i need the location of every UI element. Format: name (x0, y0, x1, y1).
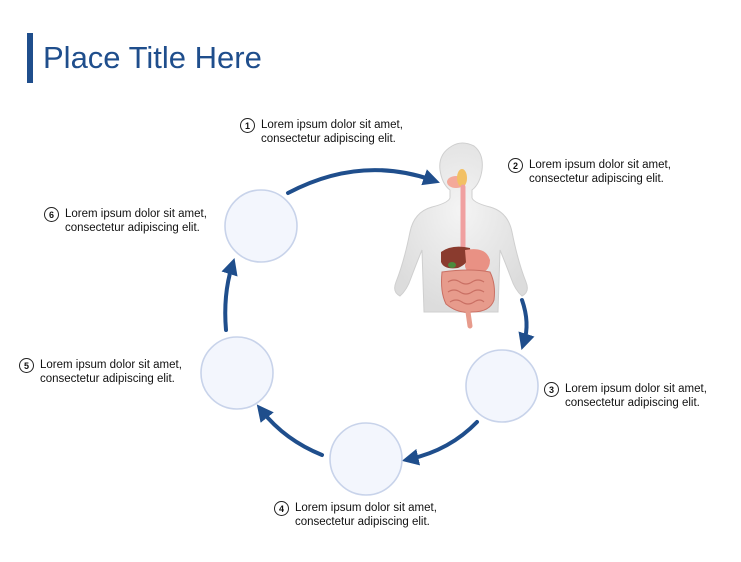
step-text: Lorem ipsum dolor sit amet, consectetur … (261, 119, 403, 145)
step-number-badge: 6 (44, 207, 59, 222)
step-number-badge: 5 (19, 358, 34, 373)
cycle-node-5 (200, 336, 274, 410)
step-label-3: 3 Lorem ipsum dolor sit amet, consectetu… (544, 382, 725, 410)
step-number-badge: 3 (544, 382, 559, 397)
step-number-badge: 4 (274, 501, 289, 516)
step-text: Lorem ipsum dolor sit amet, consectetur … (40, 359, 182, 385)
step-label-5: 5 Lorem ipsum dolor sit amet, consectetu… (19, 358, 200, 386)
cycle-node-6 (224, 189, 298, 263)
step-label-1: 1 Lorem ipsum dolor sit amet, consectetu… (240, 118, 421, 146)
arrow-4-to-5 (256, 404, 324, 457)
step-text: Lorem ipsum dolor sit amet, consectetur … (565, 383, 707, 409)
page-title: Place Title Here (43, 40, 262, 75)
step-number-badge: 1 (240, 118, 255, 133)
cycle-node-4 (329, 422, 403, 496)
step-label-2: 2 Lorem ipsum dolor sit amet, consectetu… (508, 158, 689, 186)
title-accent-bar (27, 33, 33, 83)
digestive-system-illustration (394, 142, 528, 329)
step-text: Lorem ipsum dolor sit amet, consectetur … (529, 159, 671, 185)
cycle-node-3 (465, 349, 539, 423)
arrow-2-to-3 (518, 298, 535, 351)
arrow-5-to-6 (221, 257, 238, 332)
step-label-6: 6 Lorem ipsum dolor sit amet, consectetu… (44, 207, 225, 235)
arrow-1-to-2 (286, 168, 440, 195)
step-number-badge: 2 (508, 158, 523, 173)
step-text: Lorem ipsum dolor sit amet, consectetur … (65, 208, 207, 234)
arrow-3-to-4 (401, 420, 479, 466)
step-text: Lorem ipsum dolor sit amet, consectetur … (295, 502, 437, 528)
step-label-4: 4 Lorem ipsum dolor sit amet, consectetu… (274, 501, 455, 529)
